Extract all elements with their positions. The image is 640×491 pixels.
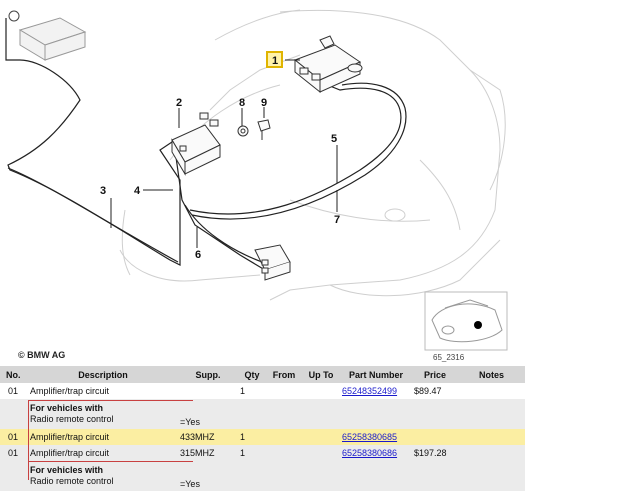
- callout-4[interactable]: 4: [134, 185, 141, 197]
- row-qty: 1: [240, 386, 246, 396]
- col-upto: Up To: [302, 366, 340, 383]
- parts-table: No. Description Supp. Qty From Up To Par…: [0, 366, 525, 491]
- note-row: For vehicles with Radio remote control =…: [0, 461, 525, 491]
- callout-leaders: [110, 59, 338, 248]
- condition-bracket: [28, 461, 193, 462]
- callout-1[interactable]: 1: [272, 55, 278, 67]
- table-row-highlighted[interactable]: 01 Amplifier/trap circuit 433MHZ 1 65258…: [0, 429, 525, 445]
- callout-3[interactable]: 3: [100, 185, 106, 197]
- row-description: Amplifier/trap circuit: [28, 429, 178, 445]
- col-supp: Supp.: [178, 366, 238, 383]
- row-part-number: 65258380685: [340, 429, 412, 445]
- col-qty: Qty: [238, 366, 266, 383]
- part-number-link[interactable]: 65258380686: [342, 448, 398, 458]
- row-qty: 1: [238, 429, 266, 445]
- parts-diagram: 1 2 3 4 5 6 7 8 9: [5, 9, 508, 351]
- condition-bracket: [28, 400, 29, 462]
- row-supp: 315MHZ: [178, 445, 238, 461]
- note-title: For vehicles with: [30, 465, 104, 475]
- callout-2[interactable]: 2: [176, 97, 182, 109]
- row-part-number: 65248352499: [340, 383, 412, 399]
- col-notes: Notes: [458, 366, 525, 383]
- callout-9[interactable]: 9: [261, 97, 267, 109]
- col-description: Description: [28, 366, 178, 383]
- row-price: $89.47: [414, 386, 442, 396]
- row-no: 01: [0, 445, 28, 461]
- col-no: No.: [0, 366, 28, 383]
- note-row: For vehicles with Radio remote control =…: [0, 399, 525, 429]
- table-row[interactable]: 01 Amplifier/trap circuit 1 65248352499 …: [0, 383, 525, 399]
- row-qty: 1: [238, 445, 266, 461]
- copyright-label: © BMW AG: [18, 350, 66, 360]
- amplifier-part-1: [294, 35, 363, 94]
- condition-bracket: [28, 461, 29, 480]
- callout-highlight-box: [266, 51, 283, 68]
- row-supp: 433MHZ: [178, 429, 238, 445]
- note-condition: Radio remote control: [30, 476, 114, 486]
- part-number-link[interactable]: 65258380685: [342, 432, 398, 442]
- amplifier-part-2: [171, 112, 221, 176]
- row-supp: [178, 383, 238, 399]
- locator-thumbnail[interactable]: [424, 291, 508, 351]
- part-number-link[interactable]: 65248352499: [342, 386, 398, 396]
- callout-5[interactable]: 5: [331, 133, 337, 145]
- note-value: =Yes: [178, 461, 238, 491]
- bolt-parts: [237, 119, 271, 140]
- row-no: 01: [8, 386, 19, 396]
- callout-7[interactable]: 7: [334, 214, 340, 226]
- note-text: For vehicles with Radio remote control: [28, 399, 178, 429]
- row-price: $197.28: [412, 445, 458, 461]
- connector-part-6: [254, 244, 291, 281]
- row-no: 01: [0, 429, 28, 445]
- callout-8[interactable]: 8: [239, 97, 245, 109]
- row-part-number: 65258380686: [340, 445, 412, 461]
- diagram-code-label: 65_2316: [433, 353, 465, 362]
- note-title: For vehicles with: [30, 403, 104, 413]
- table-row[interactable]: 01 Amplifier/trap circuit 315MHZ 1 65258…: [0, 445, 525, 461]
- callout-6[interactable]: 6: [195, 249, 201, 261]
- note-condition: Radio remote control: [30, 414, 114, 424]
- note-value: =Yes: [178, 399, 238, 429]
- col-from: From: [266, 366, 302, 383]
- condition-bracket: [28, 400, 193, 401]
- row-description: Amplifier/trap circuit: [30, 386, 110, 396]
- col-part-number: Part Number: [340, 366, 412, 383]
- table-header-row: No. Description Supp. Qty From Up To Par…: [0, 366, 525, 383]
- col-price: Price: [412, 366, 458, 383]
- module-top-box: [8, 10, 87, 61]
- row-description: Amplifier/trap circuit: [28, 445, 178, 461]
- row-price: [412, 429, 458, 445]
- note-text: For vehicles with Radio remote control: [28, 461, 178, 491]
